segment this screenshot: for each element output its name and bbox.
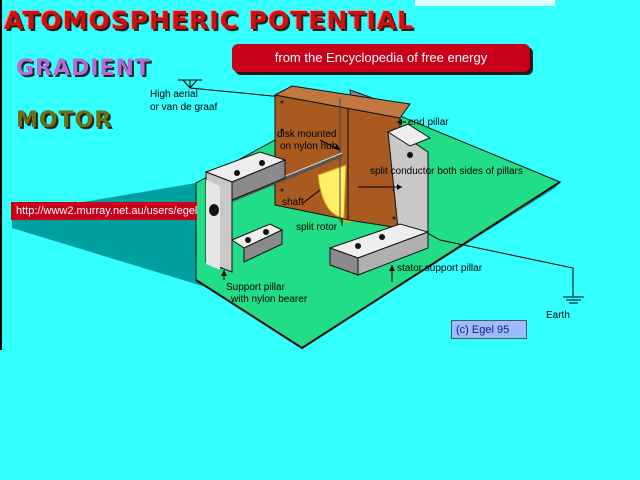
label-aerial2: or van de graaf xyxy=(150,102,217,113)
nylon-bearer xyxy=(209,204,219,216)
copyright-badge: (c) Egel 95 xyxy=(451,320,527,339)
aerial-icon xyxy=(178,79,202,89)
title-line-3: MOTOR xyxy=(16,108,113,133)
label-support-pillar2: with nylon bearer xyxy=(230,294,308,305)
label-stator-pillar: stator support pillar xyxy=(397,263,483,274)
support-pillar-face xyxy=(206,180,220,270)
aerial-wire xyxy=(189,87,284,98)
conductor-top-edge xyxy=(273,85,411,119)
subtitle-banner: from the Encyclopedia of free energy xyxy=(232,44,530,72)
rotor-disk-lower xyxy=(317,164,347,219)
support-foot-side xyxy=(243,229,283,263)
label-earth: Earth xyxy=(546,310,570,321)
label-disk2: on nylon hub xyxy=(280,141,338,152)
support-pillar-bolts xyxy=(234,160,265,176)
base-plate-edge xyxy=(195,181,561,350)
stator-bolts xyxy=(355,234,385,249)
label-aerial: High aerial xyxy=(150,89,198,100)
label-end-pillar: end pillar xyxy=(408,117,449,128)
stator-pillar-side xyxy=(357,231,429,276)
label-split-conductor: split conductor both sides of pillars xyxy=(370,166,523,177)
end-pillar-top xyxy=(386,123,432,147)
leader-arrows xyxy=(221,119,402,276)
label-disk: disk mounted xyxy=(277,129,336,140)
title-line-2: GRADIENT xyxy=(16,56,151,81)
support-foot-bolts xyxy=(245,229,269,243)
earth-ground-icon xyxy=(563,296,584,304)
top-accent xyxy=(415,0,555,6)
label-split-rotor: split rotor xyxy=(296,222,338,233)
url-link[interactable]: http://www2.murray.net.au/users/egel xyxy=(11,202,197,220)
label-support-pillar: Support pillar xyxy=(226,282,286,293)
title-line-1: ATOMOSPHERIC POTENTIAL xyxy=(4,6,415,35)
label-shaft: shaft xyxy=(282,197,304,208)
end-pillar-bolt xyxy=(407,152,413,158)
